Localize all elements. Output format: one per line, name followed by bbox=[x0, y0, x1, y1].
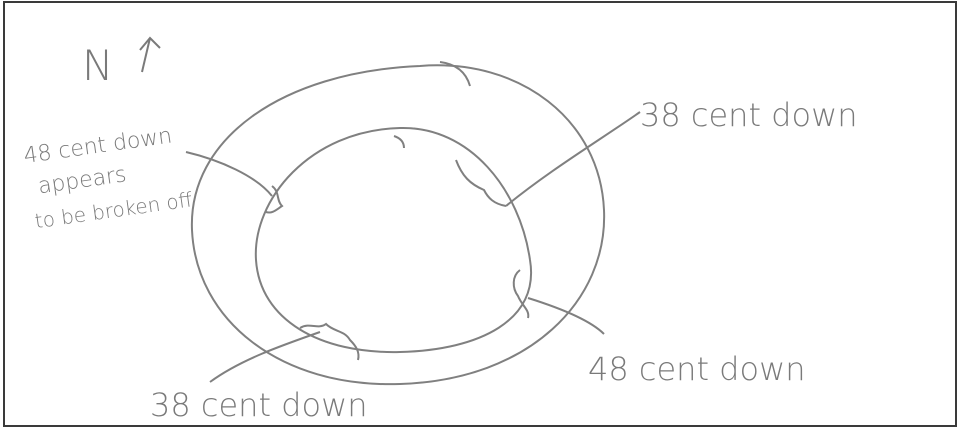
callout-left-line2: appears bbox=[36, 162, 128, 199]
broken-edge-top-right bbox=[456, 160, 506, 206]
north-label: N bbox=[82, 41, 113, 90]
leader-line-bottom bbox=[210, 332, 320, 382]
callout-left-line1: 48 cent down bbox=[22, 123, 174, 169]
inner-ring bbox=[256, 128, 531, 352]
callout-bottom: 38 cent down bbox=[150, 386, 368, 424]
north-arrow-icon bbox=[140, 38, 160, 72]
leader-line-left bbox=[186, 152, 272, 196]
callout-left-group: 48 cent down appears to be broken off bbox=[22, 122, 194, 234]
inner-ring-tick bbox=[394, 136, 404, 148]
broken-edge-right bbox=[514, 270, 529, 318]
callout-top-right: 38 cent down bbox=[640, 96, 858, 134]
outer-ring bbox=[192, 65, 604, 384]
callout-right: 48 cent down bbox=[588, 350, 806, 388]
broken-edge-left bbox=[266, 186, 282, 213]
